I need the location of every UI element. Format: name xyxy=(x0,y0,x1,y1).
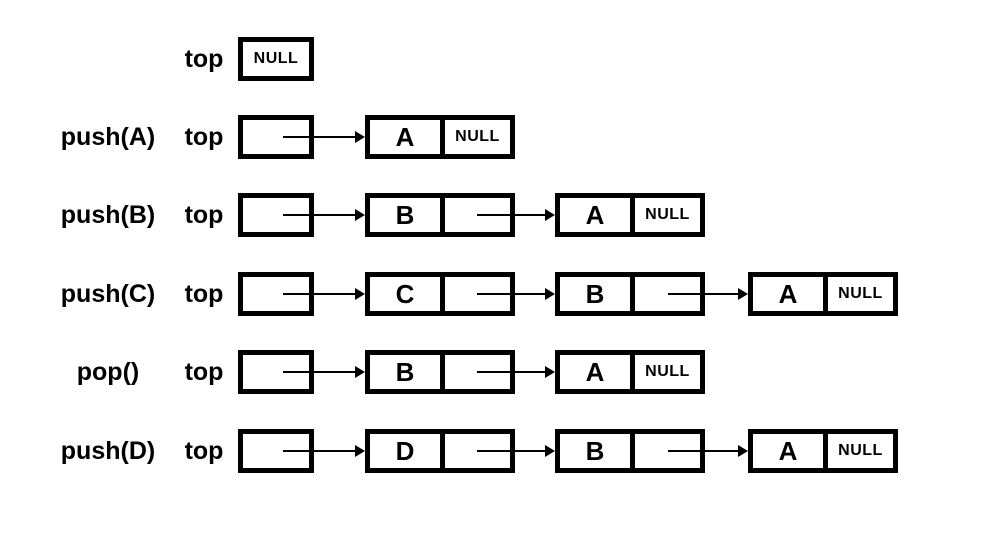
operation-row: push(C) top C B A NULL xyxy=(0,272,988,316)
node-divider xyxy=(630,434,635,468)
operation-label: push(C) xyxy=(60,280,156,308)
top-pointer-label: top xyxy=(184,45,224,73)
list-node: C xyxy=(365,272,515,316)
operation-row: top NULL xyxy=(0,37,988,81)
node-divider xyxy=(440,355,445,389)
node-divider xyxy=(440,277,445,311)
list-node: A NULL xyxy=(555,350,705,394)
node-divider xyxy=(823,277,828,311)
node-divider xyxy=(440,434,445,468)
operation-label: push(D) xyxy=(60,437,156,465)
pointer-arrow-icon xyxy=(283,288,365,300)
top-pointer-label: top xyxy=(184,123,224,151)
node-value-cell: A xyxy=(395,121,415,152)
operation-label: pop() xyxy=(76,358,140,386)
operation-row: push(A) top A NULL xyxy=(0,115,988,159)
pointer-arrow-icon xyxy=(477,209,555,221)
pointer-arrow-icon xyxy=(283,445,365,457)
operation-label xyxy=(28,37,188,81)
node-next-cell: NULL xyxy=(838,285,883,302)
node-next-cell: NULL xyxy=(645,206,690,223)
node-next-cell: NULL xyxy=(455,128,500,145)
node-value-cell: B xyxy=(585,278,605,309)
pointer-arrow-icon xyxy=(477,445,555,457)
node-divider xyxy=(630,355,635,389)
top-pointer-label: top xyxy=(184,280,224,308)
list-node: A NULL xyxy=(748,272,898,316)
node-next-cell: NULL xyxy=(645,363,690,380)
node-value-cell: B xyxy=(395,356,415,387)
pointer-arrow-icon xyxy=(283,131,365,143)
pointer-arrow-icon xyxy=(668,288,748,300)
node-divider xyxy=(823,434,828,468)
operation-row: push(D) top D B A NULL xyxy=(0,429,988,473)
node-next-cell: NULL xyxy=(838,442,883,459)
top-pointer-label: top xyxy=(184,437,224,465)
node-value-cell: A xyxy=(778,435,798,466)
list-node: A NULL xyxy=(748,429,898,473)
node-value-cell: B xyxy=(585,435,605,466)
pointer-arrow-icon xyxy=(477,366,555,378)
node-divider xyxy=(630,198,635,232)
node-value-cell: A xyxy=(585,199,605,230)
top-pointer-box: NULL xyxy=(238,37,314,81)
pointer-arrow-icon xyxy=(477,288,555,300)
node-value-cell: B xyxy=(395,199,415,230)
null-text: NULL xyxy=(253,50,299,67)
node-divider xyxy=(440,198,445,232)
node-divider xyxy=(440,120,445,154)
pointer-arrow-icon xyxy=(283,209,365,221)
list-node: A NULL xyxy=(555,193,705,237)
node-value-cell: A xyxy=(778,278,798,309)
top-pointer-box xyxy=(238,193,314,237)
top-pointer-label: top xyxy=(184,201,224,229)
pointer-arrow-icon xyxy=(668,445,748,457)
operation-label: push(A) xyxy=(60,123,156,151)
list-node: A NULL xyxy=(365,115,515,159)
operation-label: push(B) xyxy=(60,201,156,229)
node-value-cell: C xyxy=(395,278,415,309)
node-value-cell: D xyxy=(395,435,415,466)
node-divider xyxy=(630,277,635,311)
operation-row: pop() top B A NULL xyxy=(0,350,988,394)
pointer-arrow-icon xyxy=(283,366,365,378)
top-pointer-label: top xyxy=(184,358,224,386)
operation-row: push(B) top B A NULL xyxy=(0,193,988,237)
node-value-cell: A xyxy=(585,356,605,387)
